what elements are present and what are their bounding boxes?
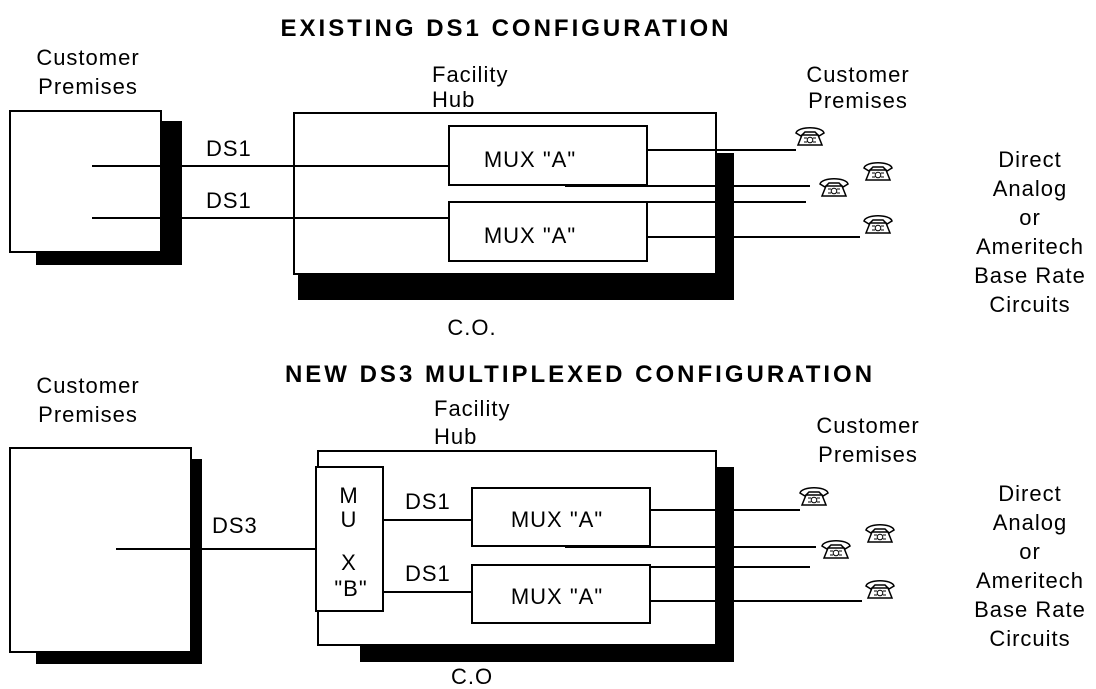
bottom-right-premises-line1: Customer [816, 413, 919, 438]
top-mux-a-2-label: MUX "A" [484, 223, 576, 248]
top-mux-a-2 [448, 201, 648, 262]
top-circuits-line1: Direct [998, 147, 1061, 172]
telephone-icon [799, 487, 829, 506]
top-left-premises-box [9, 110, 162, 253]
top-right-premises-line2: Premises [808, 88, 908, 113]
top-facility-hub-line2: Hub [432, 87, 475, 112]
top-circuits-line6: Circuits [989, 292, 1070, 317]
top-facility-hub-line1: Facility [432, 62, 508, 87]
bottom-facility-hub-line2: Hub [434, 424, 477, 449]
top-left-premises-line1: Customer [36, 45, 139, 70]
bottom-facility-hub-line1: Facility [434, 396, 510, 421]
mux-b-letter-1: M [339, 483, 358, 508]
bottom-mux-a-2-label: MUX "A" [511, 584, 603, 609]
bottom-mux-a-2 [471, 564, 651, 624]
bottom-title: NEW DS3 MULTIPLEXED CONFIGURATION [285, 361, 875, 388]
top-circuits-line4: Ameritech [976, 234, 1084, 259]
bottom-ds3-label: DS3 [212, 513, 258, 538]
top-central-office-label: C.O. [447, 315, 496, 340]
bottom-circuits-label: Direct Analog or Ameritech Base Rate Cir… [974, 481, 1086, 651]
top-ds1-label-2: DS1 [206, 188, 252, 213]
top-right-premises-line1: Customer [806, 62, 909, 87]
mux-b-letter-2: U [341, 507, 358, 532]
bottom-right-premises-line2: Premises [818, 442, 918, 467]
bottom-left-premises-line1: Customer [36, 373, 139, 398]
bottom-ds1-label-1: DS1 [405, 489, 451, 514]
top-ds1-label-1: DS1 [206, 136, 252, 161]
mux-b-letter-4: "B" [334, 576, 367, 601]
bottom-mux-a-1 [471, 487, 651, 547]
telephone-icon [863, 162, 893, 181]
new-ds3-configuration: NEW DS3 MULTIPLEXED CONFIGURATION Custom… [9, 361, 1086, 689]
telephone-icon [821, 540, 851, 559]
bottom-circuits-line2: Analog [993, 510, 1068, 535]
telephone-icon [863, 215, 893, 234]
top-title: EXISTING DS1 CONFIGURATION [281, 15, 732, 42]
bottom-circuits-line6: Circuits [989, 626, 1070, 651]
bottom-circuits-line5: Base Rate [974, 597, 1086, 622]
bottom-left-premises-line2: Premises [38, 402, 138, 427]
telephone-icon [795, 127, 825, 146]
bottom-circuits-line3: or [1019, 539, 1041, 564]
bottom-ds1-label-2: DS1 [405, 561, 451, 586]
top-left-premises-line2: Premises [38, 74, 138, 99]
top-left-premises-label: Customer Premises [36, 45, 139, 99]
bottom-central-office-label: C.O [451, 664, 493, 689]
top-mux-a-1 [448, 125, 648, 186]
bottom-mux-a-1-label: MUX "A" [511, 507, 603, 532]
bottom-circuits-line1: Direct [998, 481, 1061, 506]
top-circuits-line3: or [1019, 205, 1041, 230]
telephone-icon [865, 580, 895, 599]
top-mux-a-1-label: MUX "A" [484, 147, 576, 172]
mux-b-box [315, 466, 384, 612]
top-circuits-label: Direct Analog or Ameritech Base Rate Cir… [974, 147, 1086, 317]
mux-b-letter-3: X [341, 550, 357, 575]
telephone-icon [865, 524, 895, 543]
top-circuits-line5: Base Rate [974, 263, 1086, 288]
existing-ds1-configuration: EXISTING DS1 CONFIGURATION Customer Prem… [9, 15, 1086, 340]
telephone-icon [819, 178, 849, 197]
top-circuits-line2: Analog [993, 176, 1068, 201]
bottom-circuits-line4: Ameritech [976, 568, 1084, 593]
